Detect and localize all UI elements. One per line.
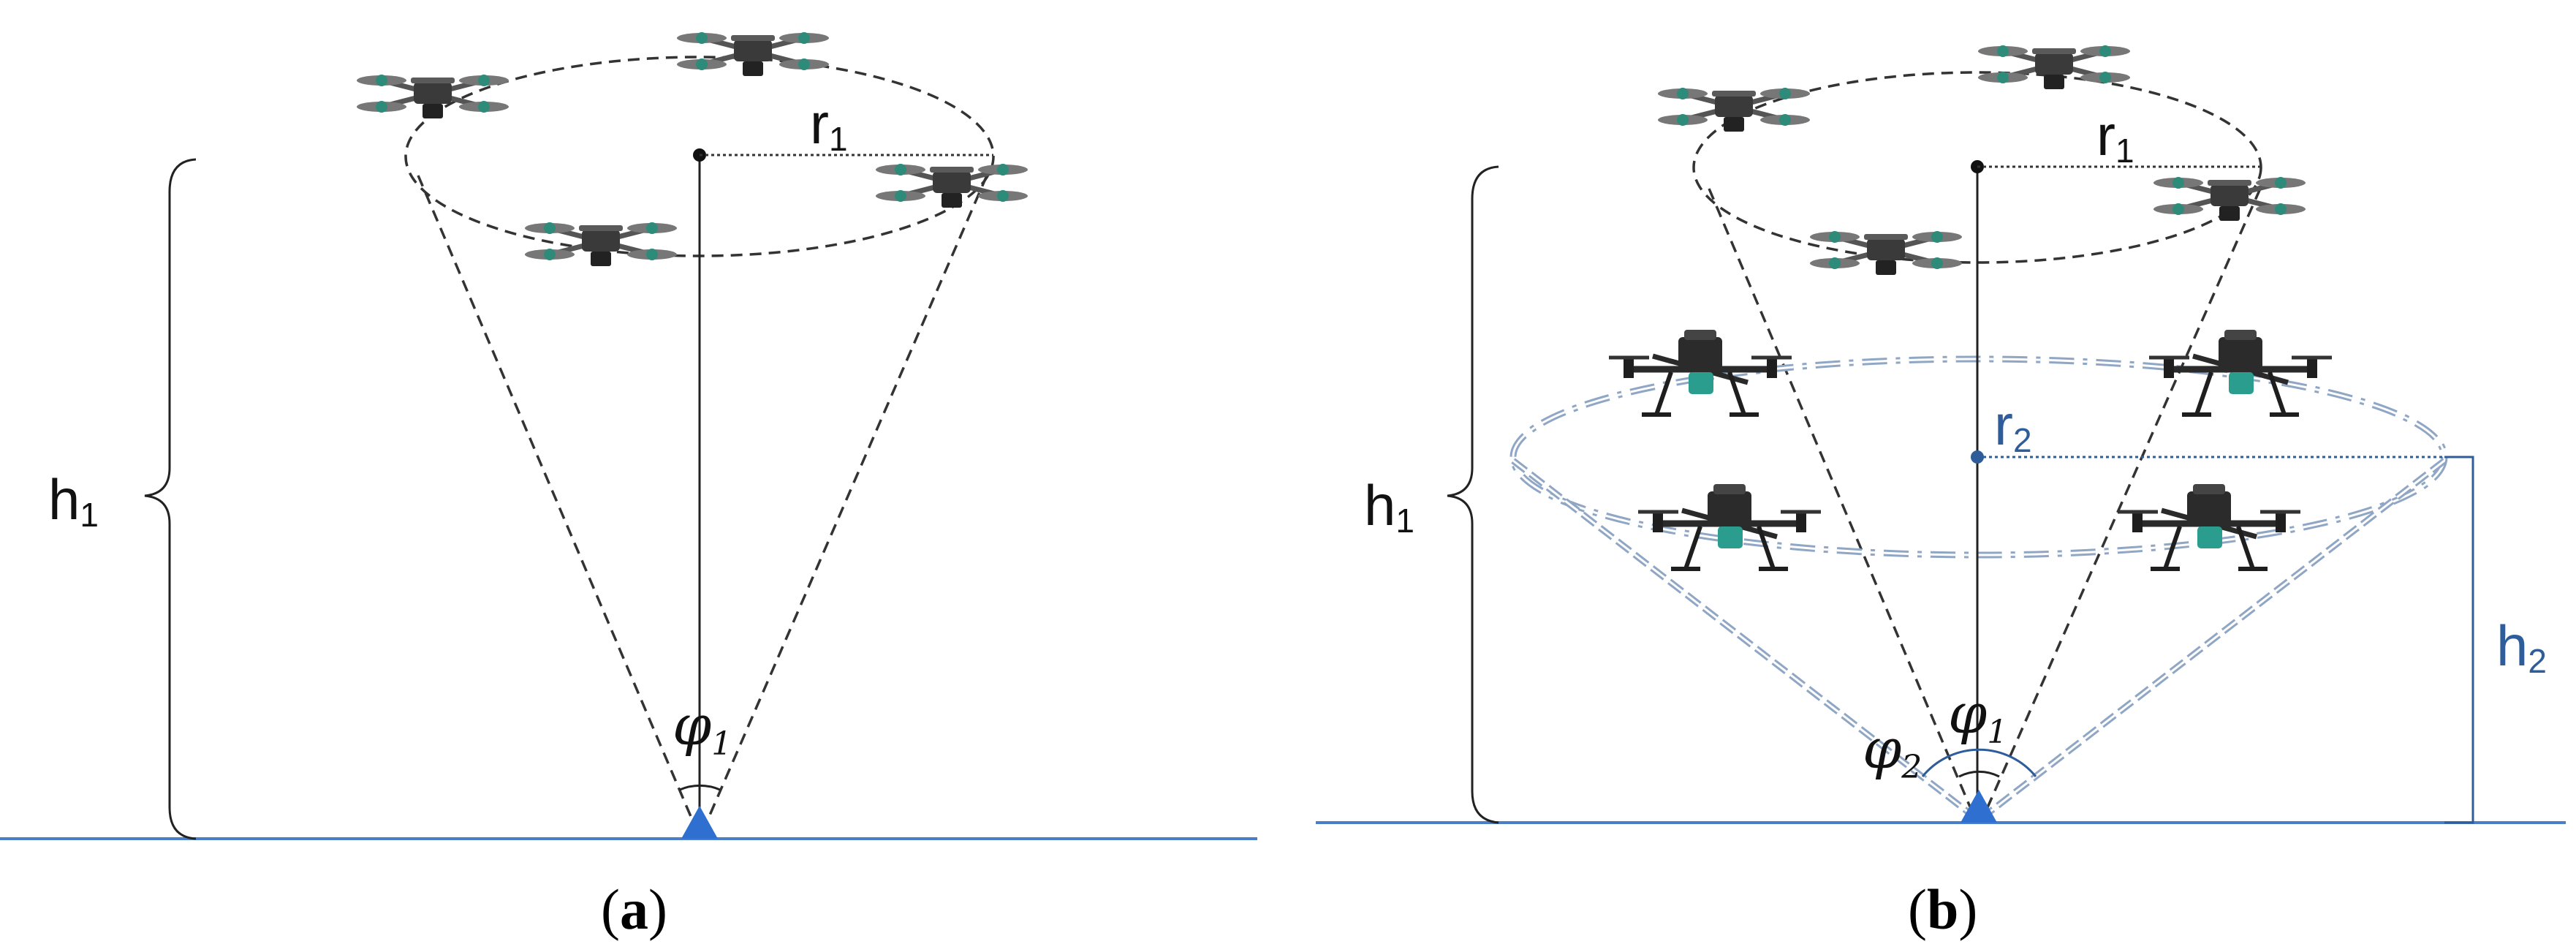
phi1-arc	[679, 784, 721, 791]
phi1-label: φ1	[673, 692, 732, 763]
phi1-arc	[1958, 770, 2000, 778]
ground-station-icon	[681, 806, 718, 839]
caption-a: (a)	[601, 877, 667, 941]
quadcopter-light-icon	[1810, 231, 1962, 275]
caption-b: (b)	[1908, 877, 1977, 941]
panel-a: r1 h1 φ1 (a)	[0, 32, 1257, 941]
lower-cone-left-line-inner	[1512, 459, 1976, 819]
quadcopter-dark-icon	[2149, 330, 2332, 415]
cone-right-line	[1981, 188, 2262, 820]
h2-label: h2	[2496, 613, 2547, 680]
quadcopter-light-icon	[357, 75, 509, 118]
quadcopter-light-icon	[1978, 45, 2130, 89]
quadcopter-light-icon	[677, 32, 829, 76]
h1-brace	[144, 158, 197, 840]
quadcopter-dark-icon	[1609, 330, 1792, 415]
panel-b: h1 r1 r2 h2 φ1 φ2	[1316, 45, 2566, 941]
h1-label: h1	[1364, 473, 1414, 540]
cone-left-line	[417, 175, 700, 834]
quadcopter-light-icon	[2153, 177, 2306, 221]
phi2-arc	[1921, 748, 2037, 777]
cone-right-line	[700, 175, 988, 834]
quadcopter-light-icon	[1658, 88, 1810, 132]
ground-station-icon	[1961, 790, 1997, 823]
lower-cone-right-line-inner	[1982, 459, 2445, 819]
phi1-label: φ1	[1948, 681, 2007, 751]
h1-brace	[1447, 165, 1499, 824]
h1-label: h1	[48, 467, 99, 534]
quadcopter-light-icon	[525, 222, 677, 266]
r2-label: r2	[1994, 393, 2032, 459]
h2-bracket	[2444, 456, 2474, 824]
r1-label: r1	[2096, 103, 2134, 170]
r1-label: r1	[810, 91, 848, 158]
quadcopter-dark-icon	[2118, 484, 2300, 569]
quadcopter-light-icon	[876, 164, 1028, 208]
quadcopter-dark-icon	[1638, 484, 1821, 569]
phi2-label: φ2	[1863, 716, 1922, 786]
